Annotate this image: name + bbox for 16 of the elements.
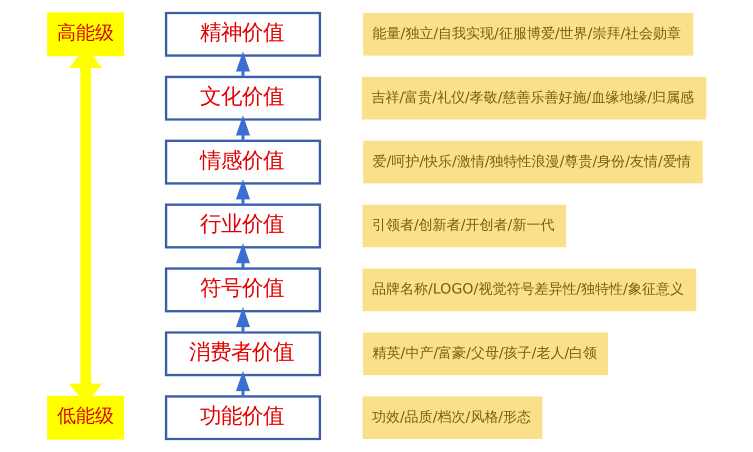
node-label: 能量/独立/自我实现/征服博爱/世界/崇拜/社会勋章 <box>372 26 681 42</box>
node-box: 行业价值 <box>164 204 321 248</box>
node-box: 功能价值 <box>164 395 321 440</box>
node-label: 爱/呵护/快乐/激情/独特性浪漫/尊贵/身份/友情/爱情 <box>372 154 690 170</box>
node-box: 消费者价值 <box>164 331 321 376</box>
node-label: 吉祥/富贵/礼仪/孝敬/慈善乐善好施/血缘地缘/归属感 <box>370 90 694 106</box>
node-label: 精英/中产/富豪/父母/孩子/老人/白领 <box>372 345 597 362</box>
node-box: 低能级 <box>46 396 124 440</box>
node-box: 情感价值 <box>164 140 321 185</box>
node-label: 品牌名称/LOGO/视觉符号差异性/独特性/象征意义 <box>371 282 684 298</box>
node-box: 符号价值 <box>164 267 321 312</box>
node-label: 功效/品质/档次/风格/形态 <box>371 409 531 426</box>
node-box: 精神价值 <box>164 12 321 57</box>
node-box: 高能级 <box>46 12 124 56</box>
node-label: 引领者/创新者/开创者/新一代 <box>371 218 554 234</box>
node-box: 文化价值 <box>164 76 321 121</box>
